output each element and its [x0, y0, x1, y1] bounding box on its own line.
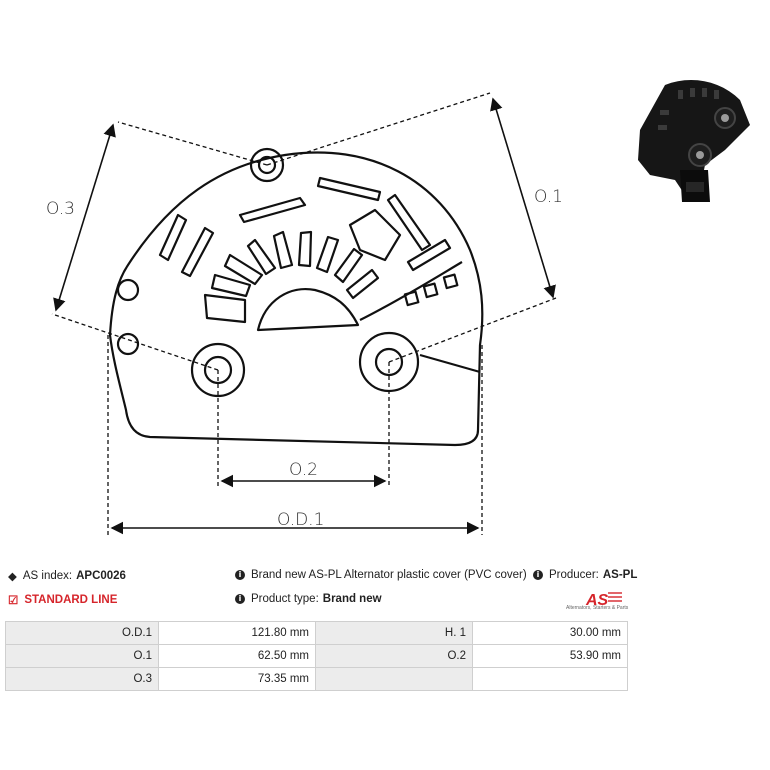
info-icon: i	[235, 594, 245, 604]
table-row: O.3 73.35 mm	[5, 667, 628, 691]
product-type-label: Product type:	[251, 593, 319, 605]
description: i Brand new AS-PL Alternator plastic cov…	[235, 569, 527, 581]
as-index-value: APC0026	[76, 570, 126, 582]
spec-table: O.D.1 121.80 mm H. 1 30.00 mm O.1 62.50 …	[5, 621, 628, 691]
spec-value: 53.90 mm	[472, 644, 628, 668]
info-icon: i	[235, 570, 245, 580]
product-type: i Product type: Brand new	[235, 593, 382, 605]
dim-label-o3: O.3	[46, 199, 75, 219]
as-pl-logo: AS	[585, 592, 622, 609]
spec-value: 30.00 mm	[472, 621, 628, 645]
standard-line-label: STANDARD LINE	[24, 594, 118, 606]
product-type-value: Brand new	[322, 593, 382, 605]
spec-value: 73.35 mm	[158, 667, 316, 691]
dim-label-o2: O.2	[289, 460, 318, 480]
spec-label: O.3	[5, 667, 159, 691]
dim-label-od1: O.D.1	[277, 510, 324, 530]
checkbox-icon: ☑	[8, 595, 19, 607]
as-index: ◆ AS index: APC0026	[8, 569, 126, 583]
as-index-label: AS index:	[22, 570, 73, 582]
cover-outline	[108, 151, 484, 447]
spec-label: H. 1	[315, 621, 473, 645]
spec-value: 62.50 mm	[158, 644, 316, 668]
table-row: O.D.1 121.80 mm H. 1 30.00 mm	[5, 621, 628, 645]
svg-text:AS: AS	[585, 592, 609, 609]
spec-label: O.D.1	[5, 621, 159, 645]
spec-label: O.2	[315, 644, 473, 668]
table-row: O.1 62.50 mm O.2 53.90 mm	[5, 644, 628, 668]
producer-value: AS-PL	[602, 569, 638, 581]
info-icon: i	[533, 570, 543, 580]
product-photo	[638, 80, 750, 202]
dim-label-o1: O.1	[534, 187, 563, 207]
spec-value: 121.80 mm	[158, 621, 316, 645]
technical-drawing: O.3 O.1 O.2 O.D.1	[46, 92, 563, 535]
standard-line: ☑ STANDARD LINE	[8, 593, 117, 607]
spec-label	[315, 667, 473, 691]
spec-label: O.1	[5, 644, 159, 668]
tag-icon: ◆	[8, 571, 17, 583]
producer-label: Producer:	[549, 569, 599, 581]
spec-value	[472, 667, 628, 691]
logo-subtext: Alternators, Starters & Parts	[566, 605, 629, 611]
producer: i Producer: AS-PL	[533, 569, 637, 581]
description-text: Brand new AS-PL Alternator plastic cover…	[251, 569, 527, 581]
